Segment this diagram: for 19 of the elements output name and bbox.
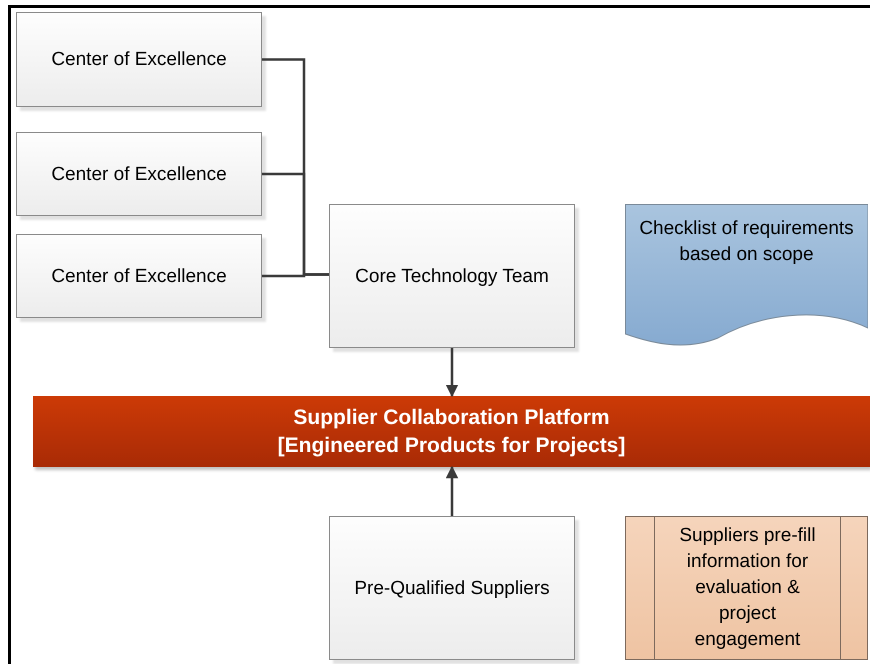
platform-title: Supplier Collaboration Platform [293,404,610,430]
process-box [16,12,262,107]
process-box [329,516,575,660]
box-text: Center of Excellence [51,264,227,288]
arrow [446,348,458,398]
box-text: Center of Excellence [51,162,227,186]
platform-bar [33,396,870,467]
predefined-process-box [625,516,868,660]
box-text: Pre-Qualified Suppliers [354,576,550,600]
box-text: Core Technology Team [355,264,549,288]
document-text: Checklist of requirements based on scope [639,217,854,267]
connector-line [262,273,329,278]
box-text: Center of Excellence [51,48,227,72]
process-box [16,132,262,216]
arrow [446,466,458,516]
platform-title: [Engineered Products for Projects] [278,432,626,458]
process-box [329,204,575,348]
process-text: Suppliers pre-fill information for evaluation & project engagement [678,524,817,652]
process-box [16,234,262,318]
